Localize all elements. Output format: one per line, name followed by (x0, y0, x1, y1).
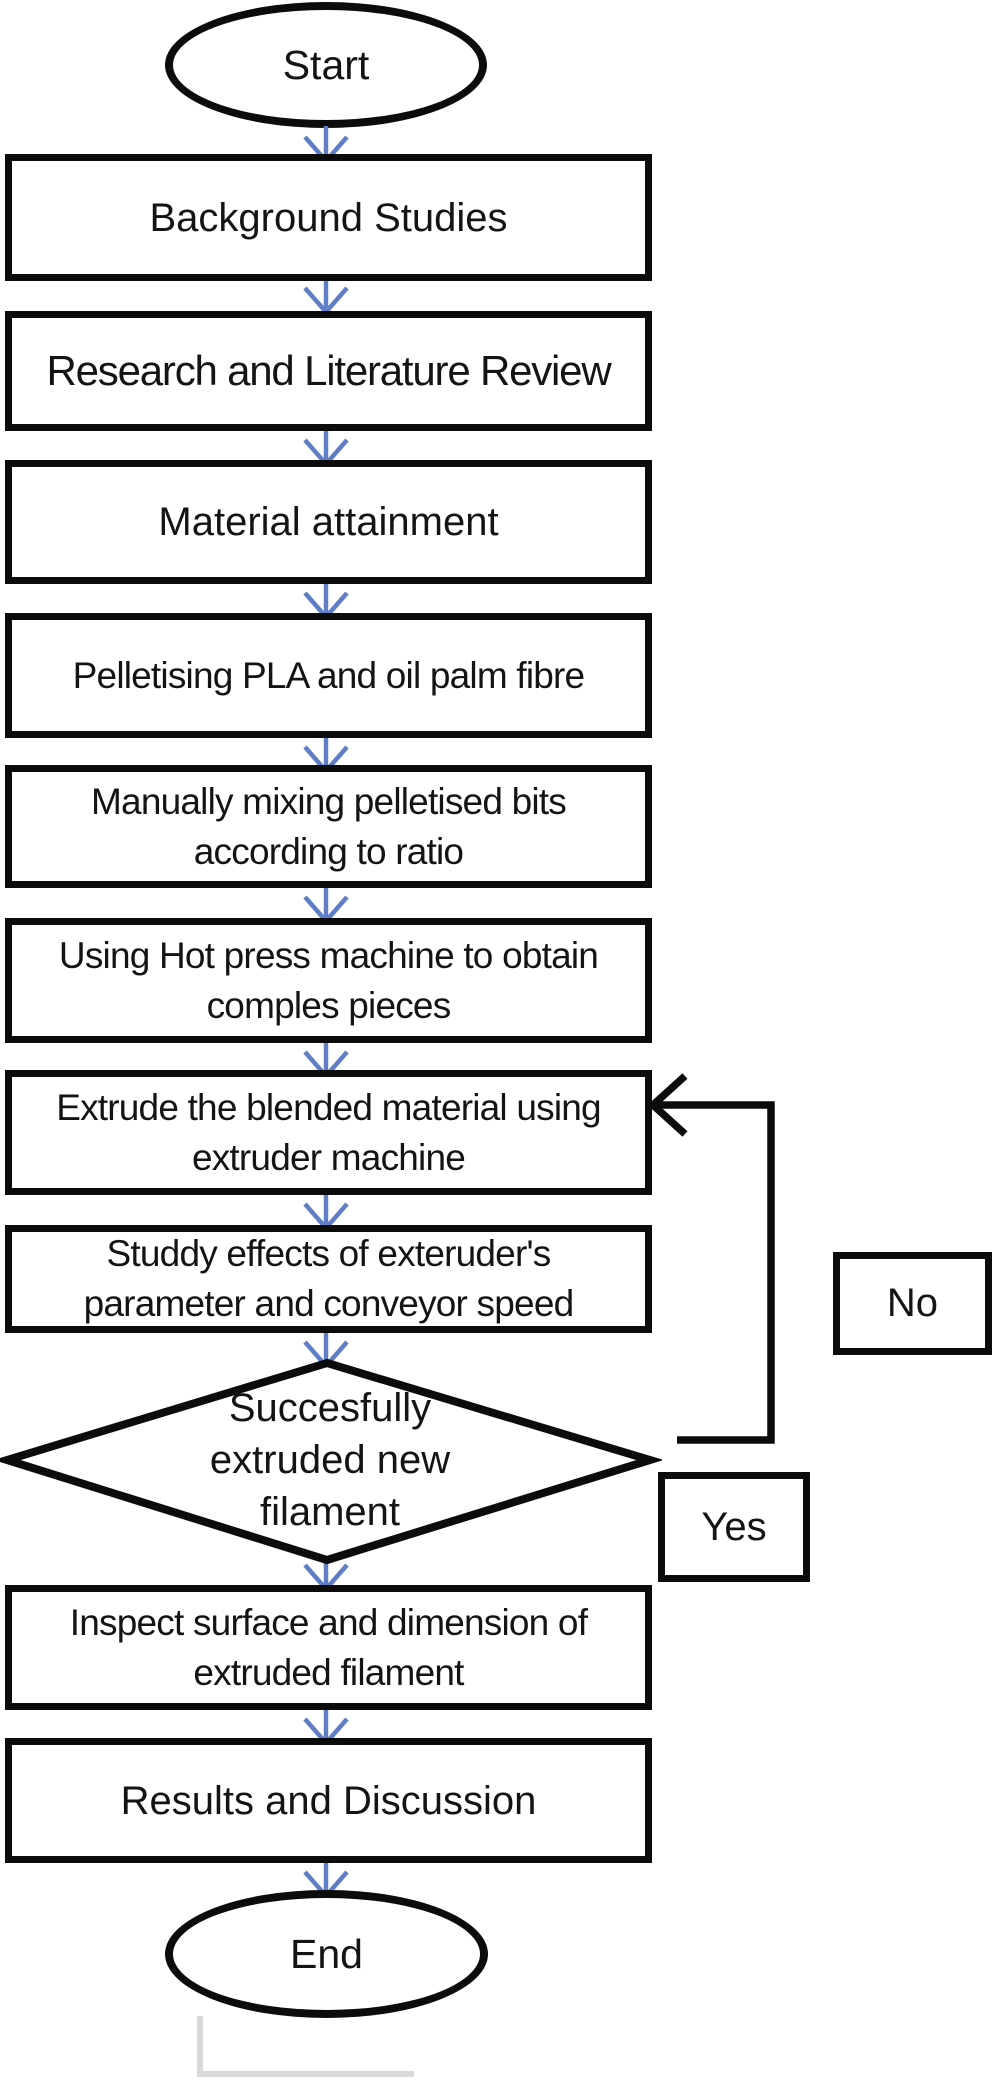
process-box-inspect: Inspect surface and dimension of extrude… (5, 1585, 652, 1710)
process-label: Research and Literature Review (46, 347, 612, 394)
process-label-line-2: parameter and conveyor speed (83, 1283, 575, 1324)
process-label-line-2: comples pieces (206, 984, 452, 1026)
process-label-line-2: extruder machine (191, 1136, 466, 1178)
process-label: Results and Discussion (120, 1778, 537, 1823)
process-label-line-1: Studdy effects of exteruder's (106, 1233, 552, 1274)
process-label: Material attainment (158, 500, 499, 544)
label-box-yes: Yes (658, 1472, 810, 1582)
no-loop-arrow (647, 1073, 775, 1444)
decision-label-line-2: extruded new (209, 1438, 451, 1482)
process-box-hot-press: Using Hot press machine to obtain comple… (5, 918, 652, 1043)
process-box-material-attainment: Material attainment (5, 460, 652, 584)
process-label-line-1: Manually mixing pelletised bits (91, 780, 567, 822)
end-label: End (290, 1930, 363, 1977)
process-label-line-1: Using Hot press machine to obtain (58, 934, 599, 976)
process-label: Background Studies (149, 195, 508, 240)
down-arrow-icon (303, 277, 349, 315)
process-label-line-2: according to ratio (193, 830, 464, 872)
gray-artifact-line (197, 2016, 414, 2077)
start-label: Start (282, 41, 370, 88)
process-box-background-studies: Background Studies (5, 154, 652, 281)
terminator-start: Start (165, 2, 487, 128)
decision-label-line-1: Succesfully (228, 1386, 432, 1430)
process-box-study-effects: Studdy effects of exteruder's parameter … (5, 1225, 652, 1333)
yes-label: Yes (701, 1504, 767, 1549)
process-label-line-2: extruded filament (193, 1651, 464, 1693)
process-label-line-1: Inspect surface and dimension of (69, 1601, 588, 1643)
terminator-end: End (165, 1890, 488, 2018)
decision-diamond-shape (0, 1358, 662, 1565)
no-label: No (886, 1281, 939, 1325)
process-box-pelletising: Pelletising PLA and oil palm fibre (5, 613, 652, 738)
process-box-research-literature-review: Research and Literature Review (5, 311, 652, 431)
process-label-line-1: Extrude the blended material using (56, 1086, 601, 1128)
decision-label-line-3: filament (259, 1490, 401, 1534)
process-box-results: Results and Discussion (5, 1738, 652, 1863)
process-box-manual-mixing: Manually mixing pelletised bits accordin… (5, 765, 652, 888)
decision-label: Succesfully extruded new filament (40, 1382, 620, 1538)
process-label: Pelletising PLA and oil palm fibre (72, 654, 585, 696)
label-box-no: No (833, 1252, 992, 1355)
process-box-extrude: Extrude the blended material using extru… (5, 1070, 652, 1195)
